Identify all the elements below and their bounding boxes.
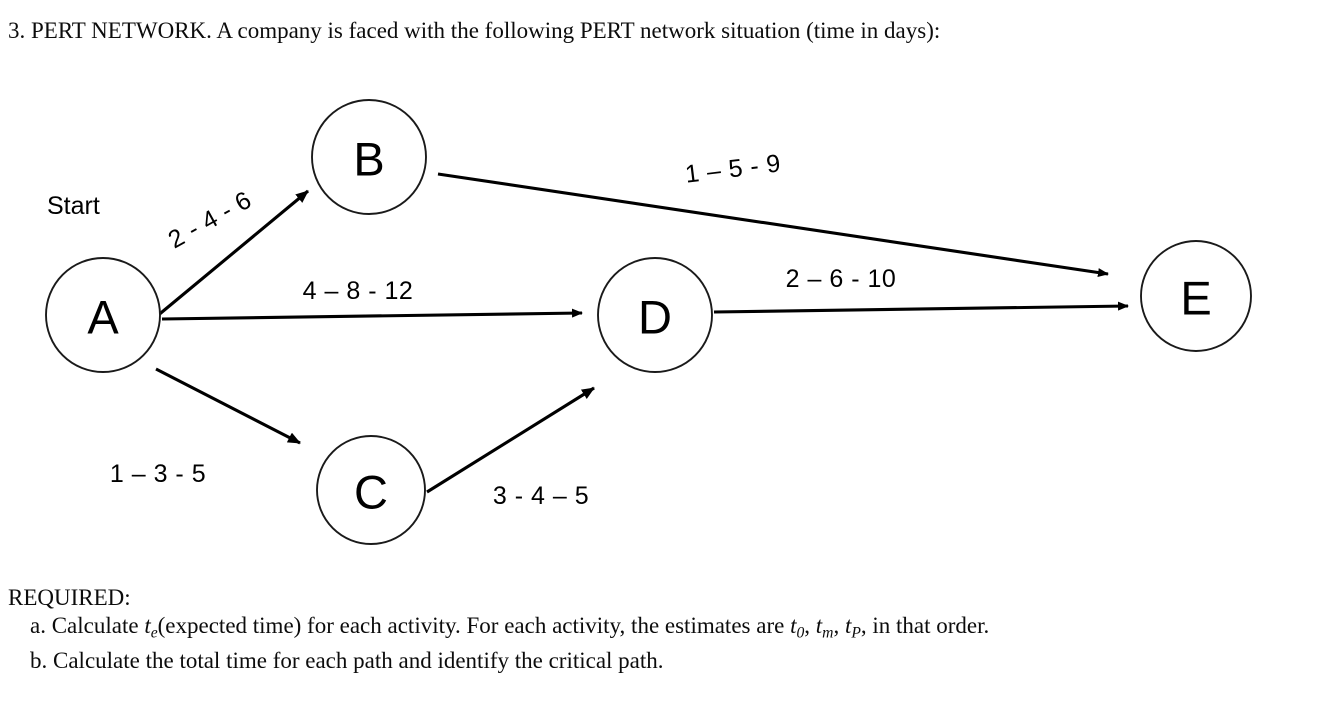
edge-b-e: 1 – 5 - 9 [437, 149, 1109, 277]
node-d-label: D [638, 291, 672, 344]
node-b-circle [311, 99, 427, 215]
required-section: REQUIRED: a. Calculate te(expected time)… [8, 584, 1318, 675]
edge-a-d-line [161, 308, 583, 321]
edge-a-c: 1 – 3 - 5 [110, 367, 301, 488]
node-e-label: E [1180, 272, 1211, 325]
required-item-a-suffix: , in that order. [860, 613, 990, 638]
edge-a-d-label: 4 – 8 - 12 [303, 277, 414, 305]
math-t0: t0 [790, 613, 805, 642]
node-a[interactable]: A [45, 257, 161, 373]
edge-a-c-line [155, 367, 301, 445]
node-a-label: A [87, 291, 119, 344]
edge-c-d-label: 3 - 4 – 5 [493, 482, 589, 510]
required-item-a-prefix: a. Calculate [30, 613, 145, 638]
math-tp: tP [844, 613, 861, 642]
edge-d-e-label: 2 – 6 - 10 [786, 265, 897, 293]
edge-a-d: 4 – 8 - 12 [161, 277, 583, 321]
edge-b-e-label: 1 – 5 - 9 [684, 149, 783, 189]
edge-d-e-line [713, 301, 1129, 314]
edge-b-e-line [437, 172, 1109, 277]
required-item-a: a. Calculate te(expected time) for each … [30, 612, 1318, 646]
node-c[interactable]: C [316, 435, 426, 545]
math-tm: tm [815, 613, 834, 642]
node-b[interactable]: B [311, 99, 427, 215]
edge-d-e: 2 – 6 - 10 [713, 265, 1129, 314]
math-te: te [144, 613, 158, 642]
node-b-label: B [353, 133, 384, 186]
required-heading: REQUIRED: [8, 585, 131, 610]
node-d-circle [597, 257, 713, 373]
node-a-circle [45, 257, 161, 373]
node-e[interactable]: E [1140, 240, 1252, 352]
node-e-circle [1140, 240, 1252, 352]
edge-c-d: 3 - 4 – 5 [426, 386, 595, 510]
node-d[interactable]: D [597, 257, 713, 373]
edge-a-b: 2 - 4 - 6 [155, 186, 309, 319]
required-item-a-mid: (expected time) for each activity. For e… [157, 613, 791, 638]
required-item-b: b. Calculate the total time for each pat… [30, 648, 664, 674]
edge-c-d-line [426, 386, 595, 494]
node-c-label: C [354, 466, 388, 519]
required-item-a-sep1: , [804, 613, 816, 638]
node-c-circle [316, 435, 426, 545]
start-label: Start [47, 192, 100, 220]
edge-a-c-label: 1 – 3 - 5 [110, 460, 206, 488]
pert-network-diagram: 2 - 4 - 6 4 – 8 - 12 1 – 3 - 5 1 – 5 - 9… [0, 58, 1323, 568]
problem-statement: 3. PERT NETWORK. A company is faced with… [8, 18, 941, 43]
required-item-a-sep2: , [833, 613, 845, 638]
edge-a-b-line [155, 189, 309, 319]
